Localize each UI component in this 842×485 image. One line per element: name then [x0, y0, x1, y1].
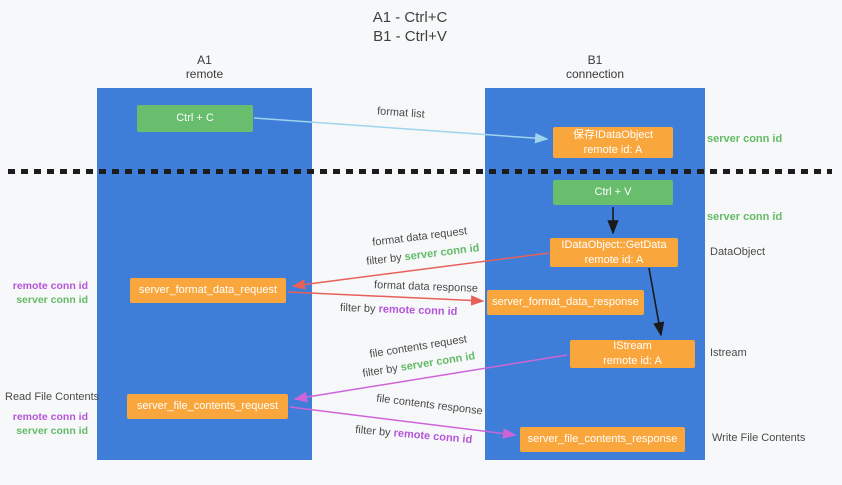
server-format-data-response-label: server_format_data_response — [492, 296, 639, 309]
getdata-line1: IDataObject::GetData — [561, 238, 667, 251]
server-file-contents-response-node: server_file_contents_response — [520, 427, 685, 452]
format-request-conn-id-annotations: remote conn id server conn id — [6, 279, 88, 307]
server-conn-id-annotation: server conn id — [16, 425, 88, 438]
format-data-response-filter-label: filter by remote conn id — [340, 302, 458, 318]
column-b1-name: B1 — [587, 53, 603, 67]
server-format-data-response-node: server_format_data_response — [487, 290, 644, 315]
column-header-b1: B1 connection — [485, 53, 705, 82]
server-conn-id-annotation-mid: server conn id — [707, 211, 783, 223]
filter-by-text: filter by — [361, 362, 399, 380]
column-a1-name: A1 — [197, 53, 212, 67]
ctrl-v-node: Ctrl + V — [553, 180, 673, 205]
title-line-2: B1 - Ctrl+V — [373, 27, 447, 45]
remote-conn-id-text: remote conn id — [378, 303, 458, 319]
filter-by-text: filter by — [339, 301, 376, 316]
save-dataobject-line2: remote id: A — [583, 143, 643, 156]
server-file-contents-request-node: server_file_contents_request — [127, 394, 288, 419]
server-format-data-request-node: server_format_data_request — [130, 278, 286, 303]
file-contents-response-label: file contents response — [375, 392, 484, 418]
ctrl-c-node: Ctrl + C — [137, 105, 253, 132]
save-dataobject-line1: 保存IDataObject — [572, 128, 654, 141]
file-contents-response-filter-label: filter by remote conn id — [355, 424, 473, 446]
machine-boundary-dotted-line — [8, 169, 832, 174]
save-dataobject-node: 保存IDataObject remote id: A — [553, 127, 673, 158]
istream-line2: remote id: A — [603, 355, 662, 367]
ctrl-c-label: Ctrl + C — [176, 112, 214, 125]
istream-node: IStream remote id: A — [570, 340, 695, 368]
remote-conn-id-annotation: remote conn id — [12, 280, 88, 292]
istream-line1: IStream — [613, 340, 652, 353]
server-conn-id-text: server conn id — [403, 242, 481, 264]
filter-by-text: filter by — [354, 423, 392, 439]
format-list-label: format list — [376, 105, 426, 121]
server-conn-id-annotation: server conn id — [16, 294, 88, 307]
server-conn-id-annotation-top: server conn id — [707, 133, 783, 145]
server-format-data-request-label: server_format_data_request — [138, 284, 278, 297]
server-file-contents-response-label: server_file_contents_response — [527, 433, 678, 446]
column-header-a1: A1 remote — [97, 53, 312, 82]
title-line-1: A1 - Ctrl+C — [372, 9, 448, 26]
column-a1-subtitle: remote — [185, 67, 224, 82]
write-file-contents-annotation: Write File Contents — [712, 432, 806, 444]
istream-annotation: Istream — [710, 347, 747, 359]
remote-conn-id-text: remote conn id — [393, 427, 473, 447]
format-data-response-label: format data response — [373, 279, 479, 295]
column-b1-subtitle: connection — [565, 67, 625, 82]
diagram-title: A1 - Ctrl+C B1 - Ctrl+V — [0, 9, 820, 47]
getdata-line2: remote id: A — [584, 253, 644, 266]
getdata-node: IDataObject::GetData remote id: A — [550, 238, 678, 267]
file-request-conn-id-annotations: remote conn id server conn id — [6, 410, 88, 438]
dataobject-annotation: DataObject — [710, 246, 766, 258]
server-file-contents-request-label: server_file_contents_request — [136, 400, 279, 413]
read-file-contents-annotation: Read File Contents — [5, 391, 100, 403]
ctrl-v-label: Ctrl + V — [594, 186, 632, 199]
filter-by-text: filter by — [365, 251, 403, 268]
remote-conn-id-annotation: remote conn id — [12, 411, 88, 423]
